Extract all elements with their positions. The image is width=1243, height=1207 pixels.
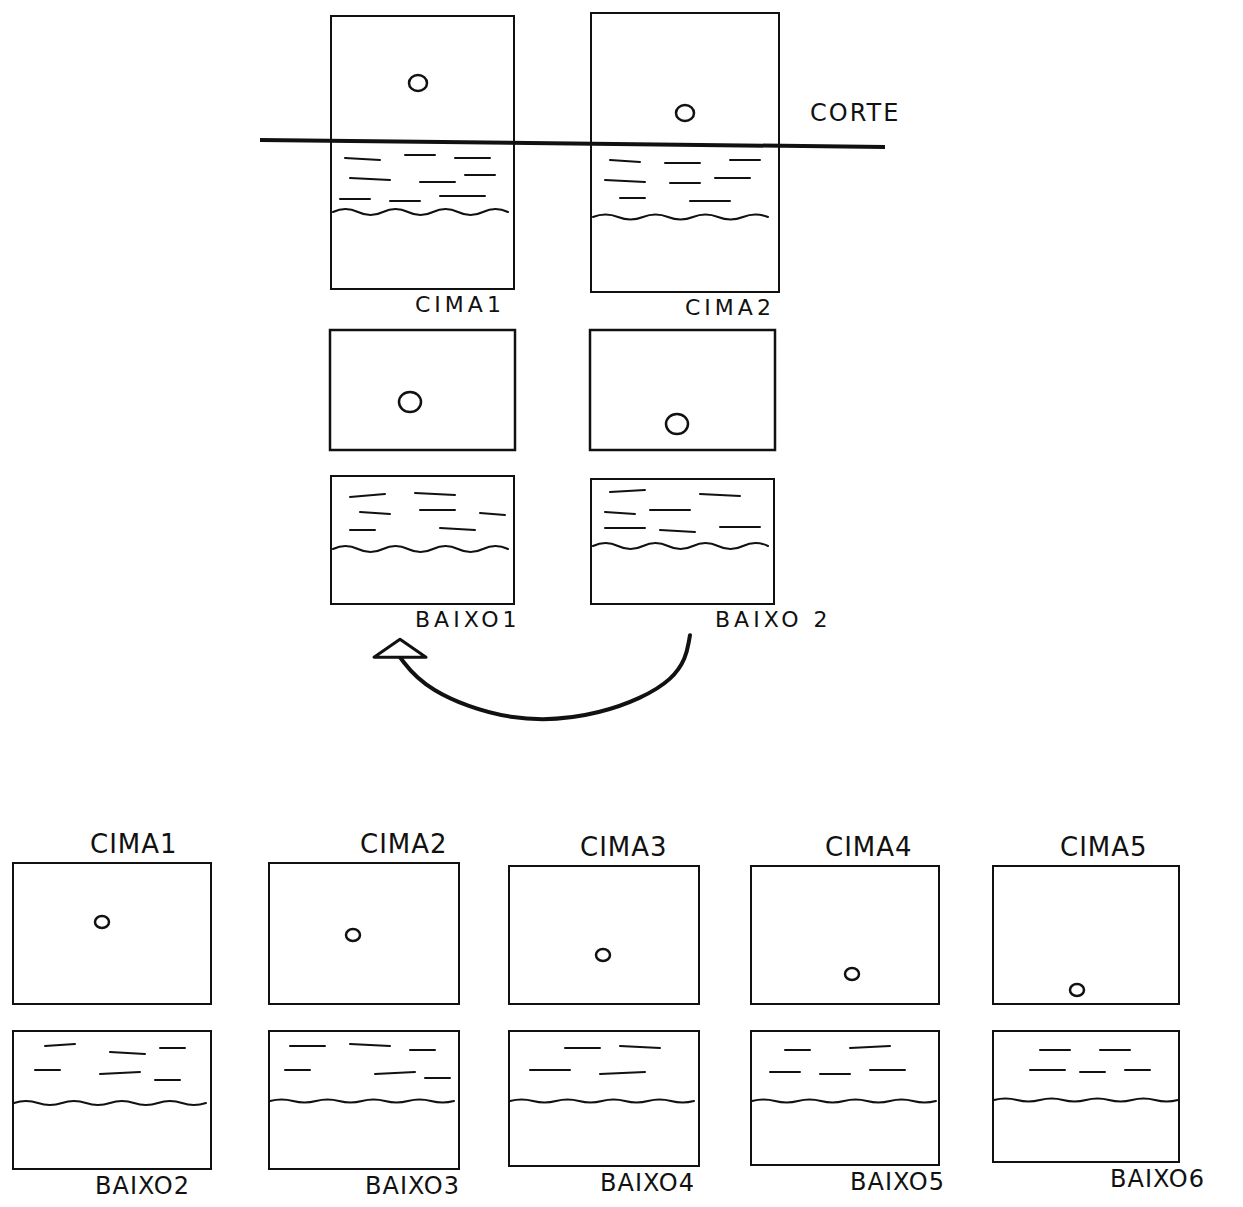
- labelled-frame: BAIXO4: [508, 1030, 700, 1199]
- ball: [666, 414, 688, 434]
- frame-box: [508, 1030, 700, 1167]
- frame-label: CIMA4: [825, 830, 913, 865]
- frame-box: [590, 478, 775, 605]
- labelled-frame: BAIXO 2: [590, 478, 834, 635]
- ball: [409, 75, 427, 91]
- frame-box: [12, 862, 212, 1005]
- labelled-frame: BAIXO5: [750, 1030, 947, 1198]
- water-surface: [510, 1100, 694, 1103]
- frame-box: [268, 1030, 460, 1170]
- water-surface: [593, 215, 768, 220]
- frame-box: [330, 15, 515, 290]
- labelled-frame: BAIXO3: [268, 1030, 462, 1202]
- labelled-frame: CIMA2: [268, 827, 460, 1005]
- ball: [596, 949, 610, 961]
- frame-label: CIMA3: [580, 830, 668, 865]
- labelled-frame: BAIXO2: [12, 1030, 212, 1202]
- labelled-frame: CIMA3: [508, 830, 700, 1005]
- frame-box: [750, 1030, 940, 1166]
- frame-box: [12, 1030, 212, 1170]
- water-surface: [333, 209, 508, 215]
- water-ripples: [605, 490, 760, 532]
- frame-label: BAIXO 2: [715, 605, 832, 635]
- frame-label: BAIXO2: [95, 1170, 190, 1202]
- labelled-frame: BAIXO1: [330, 475, 523, 635]
- labelled-frame: CIMA4: [750, 830, 940, 1005]
- frame-label: CIMA1: [90, 827, 178, 862]
- frame-label: BAIXO5: [850, 1166, 945, 1198]
- water-surface: [14, 1101, 206, 1105]
- ball: [1070, 984, 1084, 996]
- frame-square: [590, 330, 775, 450]
- water-surface: [593, 543, 768, 549]
- ball: [676, 105, 694, 121]
- labelled-frame: CIMA1: [12, 827, 212, 1005]
- ball: [346, 929, 360, 941]
- frame-label: CIMA2: [685, 293, 775, 323]
- frame-label: CIMA1: [415, 290, 505, 320]
- frame-box: [992, 1030, 1180, 1163]
- frame-label: BAIXO4: [600, 1167, 695, 1199]
- ball: [399, 392, 421, 412]
- water-surface: [752, 1100, 936, 1103]
- frame-label: BAIXO1: [415, 605, 521, 635]
- frame-label: CIMA5: [1060, 830, 1148, 865]
- water-surface: [333, 546, 508, 552]
- labelled-frame: CIMA5: [992, 830, 1180, 1005]
- arrow-head: [374, 639, 426, 657]
- ball: [95, 916, 109, 928]
- water-ripples: [340, 155, 495, 201]
- water-ripples: [530, 1046, 660, 1074]
- ball: [845, 968, 859, 980]
- labelled-frame: CIMA2: [590, 12, 780, 323]
- water-ripples: [35, 1044, 185, 1080]
- frame-box: [330, 475, 515, 605]
- frame-label: BAIXO3: [365, 1170, 460, 1202]
- arrow-line: [400, 635, 690, 719]
- frame-label: CIMA2: [360, 827, 448, 862]
- labelled-frame: CIMA1: [330, 15, 515, 320]
- frame-box: [508, 865, 700, 1005]
- labelled-frame: BAIXO6: [992, 1030, 1207, 1195]
- cut-label: CORTE: [810, 100, 900, 126]
- frame-square: [330, 330, 515, 450]
- water-surface: [994, 1099, 1178, 1102]
- water-ripples: [1030, 1050, 1150, 1072]
- water-ripples: [605, 160, 760, 201]
- cut-line: [260, 140, 885, 147]
- curved-arrow: [374, 635, 690, 719]
- water-ripples: [285, 1044, 450, 1078]
- frame-box: [750, 865, 940, 1005]
- water-surface: [270, 1100, 454, 1103]
- water-ripples: [770, 1046, 905, 1074]
- frame-label: BAIXO6: [1110, 1163, 1205, 1195]
- frame-box: [992, 865, 1180, 1005]
- frame-box: [268, 862, 460, 1005]
- frame-box: [590, 12, 780, 293]
- water-ripples: [350, 493, 505, 530]
